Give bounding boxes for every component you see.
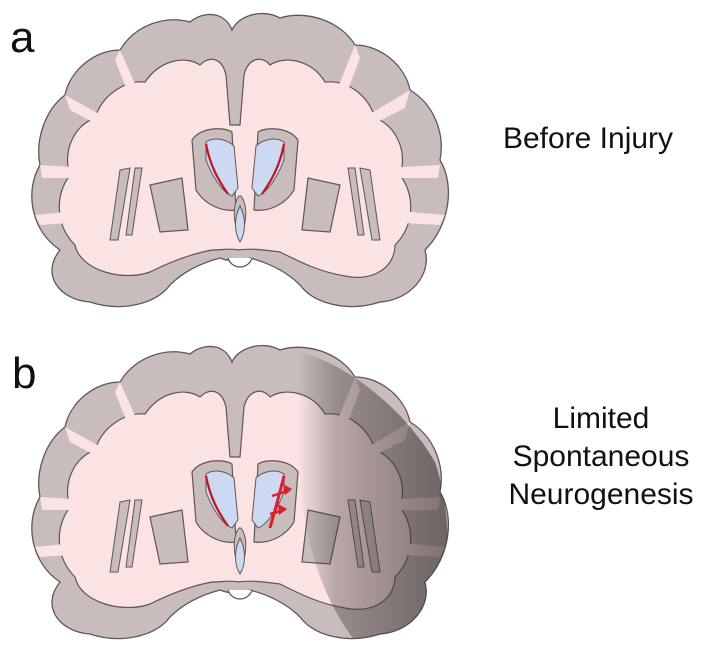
caption-line: Before Injury — [468, 120, 708, 158]
caption-line: Spontaneous — [486, 438, 716, 476]
caption-line: Limited — [486, 400, 716, 438]
caption-line: Neurogenesis — [486, 476, 716, 514]
brain-coronal-section-before-injury — [0, 0, 470, 320]
caption-limited-spontaneous-neurogenesis: Limited Spontaneous Neurogenesis — [486, 400, 716, 514]
brain-coronal-section-after-injury — [0, 332, 470, 652]
caption-before-injury: Before Injury — [468, 120, 708, 158]
